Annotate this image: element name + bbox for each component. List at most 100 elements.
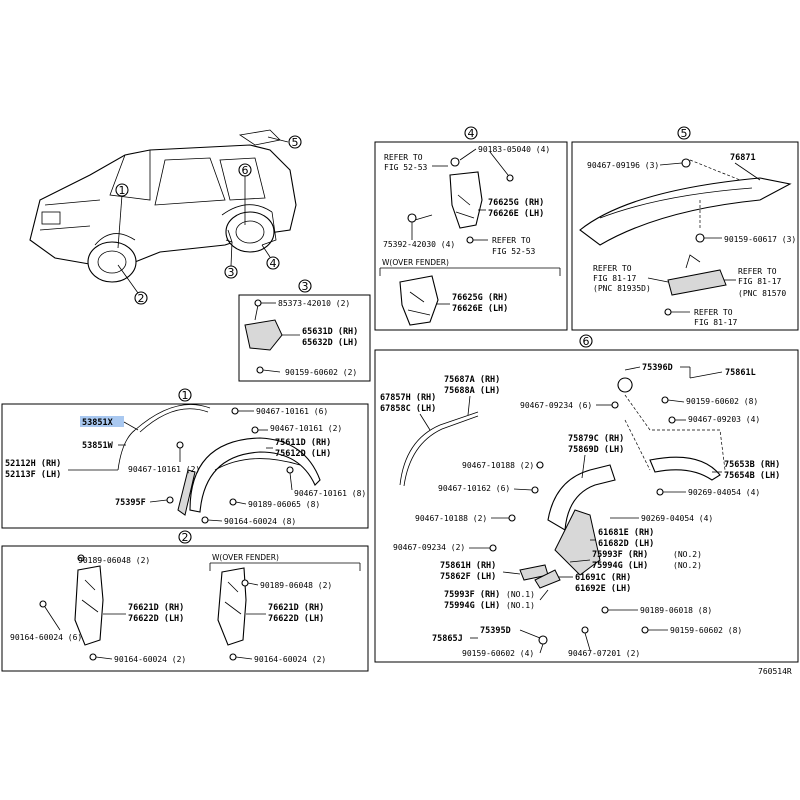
w-over-fender-label-2: W(OVER FENDER): [212, 553, 279, 562]
part-90467-10161-6: 90467-10161 (6): [256, 407, 328, 416]
label-no2-a: (NO.2): [673, 550, 702, 559]
part-61692e: 61692E (LH): [575, 584, 631, 594]
refer-81935d-line2: FIG 81-17: [593, 274, 637, 283]
part-90189-06048-right: 90189-06048 (2): [260, 581, 332, 590]
part-52113f: 52113F (LH): [5, 470, 61, 480]
part-75861h: 75861H (RH): [440, 561, 496, 571]
label-no1-a: (NO.1): [506, 590, 535, 599]
section-6: 6 75396D 75861L 67857H (RH) 67858C (LH): [374, 334, 799, 663]
part-76625g-over: 76625G (RH): [452, 293, 508, 303]
part-75688a: 75688A (LH): [444, 386, 500, 396]
vehicle-overview: [29, 129, 297, 283]
part-90159-60602-8: 90159-60602 (8): [686, 397, 758, 406]
refer-81935d-line3: (PNC 81935D): [593, 284, 651, 293]
part-75687a: 75687A (RH): [444, 375, 500, 385]
part-53851x: 53851X: [82, 418, 113, 428]
refer-81570-line1: REFER TO: [738, 267, 777, 276]
part-75869d: 75869D (LH): [568, 445, 624, 455]
part-76621d-right: 76621D (RH): [268, 603, 324, 613]
label-no1-b: (NO.1): [506, 601, 535, 610]
refer-fig-52-53-b-line1: REFER TO: [492, 236, 531, 245]
part-75865j: 75865J: [432, 634, 463, 644]
part-90467-09234-2: 90467-09234 (2): [393, 543, 465, 552]
part-90159-60602-8b: 90159-60602 (8): [670, 626, 742, 635]
w-over-fender-label-4: W(OVER FENDER): [382, 258, 449, 267]
section-5-number: 5: [681, 127, 688, 140]
part-90467-09234-6: 90467-09234 (6): [520, 401, 592, 410]
part-67857h: 67857H (RH): [380, 393, 436, 403]
part-75396d: 75396D: [642, 363, 673, 373]
callout-5: 5: [292, 136, 299, 149]
refer-81-17-line2: FIG 81-17: [694, 318, 738, 327]
part-75653b: 75653B (RH): [724, 460, 780, 470]
part-90467-10188-2a: 90467-10188 (2): [462, 461, 534, 470]
label-no2-b: (NO.2): [673, 561, 702, 570]
section-3: 3 85373-42010 (2) 65631D (RH) 65632D (LH…: [238, 279, 371, 382]
part-53851w: 53851W: [82, 441, 114, 451]
part-75994g-no1: 75994G (LH): [444, 601, 500, 611]
overview-callouts: 1 2 3 4 5 6: [115, 135, 302, 305]
part-67858c: 67858C (LH): [380, 404, 436, 414]
refer-fig-52-53-a-line1: REFER TO: [384, 153, 423, 162]
part-90159-60602-4: 90159-60602 (4): [462, 649, 534, 658]
part-75993f-no1: 75993F (RH): [444, 590, 500, 600]
part-75994g-no2: 75994G (LH): [592, 561, 648, 571]
section-1: 1 53851X 53851W 52112H (RH) 52113F (LH) …: [1, 388, 369, 529]
callout-1: 1: [119, 184, 126, 197]
callout-3: 3: [228, 266, 235, 279]
part-75392-42030: 75392-42030 (4): [383, 240, 455, 249]
part-76622d-left: 76622D (LH): [128, 614, 184, 624]
part-61681e: 61681E (RH): [598, 528, 654, 538]
part-75611d: 75611D (RH): [275, 438, 331, 448]
section-2: 2 90189-06048 (2) 76621D (RH) 76622D (LH…: [1, 530, 369, 672]
part-76622d-right: 76622D (LH): [268, 614, 324, 624]
part-75612d: 75612D (LH): [275, 449, 331, 459]
part-90189-06065: 90189-06065 (8): [248, 500, 320, 509]
part-76621d-left: 76621D (RH): [128, 603, 184, 613]
section-5: 5 90467-09196 (3) 76871 90159-60617 (3) …: [571, 126, 799, 331]
highlight-53851x: [80, 416, 124, 427]
part-90164-60024-2-left: 90164-60024 (2): [114, 655, 186, 664]
part-90183-05040: 90183-05040 (4): [478, 145, 550, 154]
part-90164-60024-8: 90164-60024 (8): [224, 517, 296, 526]
part-75861l: 75861L: [725, 368, 756, 378]
refer-fig-52-53-a-line2: FIG 52-53: [384, 163, 428, 172]
part-90467-09196: 90467-09196 (3): [587, 161, 659, 170]
part-90164-60024-6: 90164-60024 (6): [10, 633, 82, 642]
section-4-number: 4: [468, 127, 475, 140]
callout-2: 2: [138, 292, 145, 305]
part-75654b: 75654B (LH): [724, 471, 780, 481]
part-90269-04054-4b: 90269-04054 (4): [641, 514, 713, 523]
section-1-number: 1: [182, 389, 189, 402]
part-90467-10161-8: 90467-10161 (8): [294, 489, 366, 498]
part-90164-60024-2-right: 90164-60024 (2): [254, 655, 326, 664]
callout-4: 4: [270, 257, 277, 270]
part-75395f: 75395F: [115, 498, 146, 508]
figure-code: 760514R: [758, 667, 792, 676]
part-90159-60602: 90159-60602 (2): [285, 368, 357, 377]
part-75993f-no2: 75993F (RH): [592, 550, 648, 560]
part-90467-10161-2b: 90467-10161 (2): [270, 424, 342, 433]
part-90467-10162-6: 90467-10162 (6): [438, 484, 510, 493]
part-76626e-over: 76626E (LH): [452, 304, 508, 314]
part-75395d: 75395D: [480, 626, 511, 636]
refer-81-17-line1: REFER TO: [694, 308, 733, 317]
part-52112h: 52112H (RH): [5, 459, 61, 469]
part-90189-06018: 90189-06018 (8): [640, 606, 712, 615]
refer-81570-line3: (PNC 81570: [738, 289, 786, 298]
part-65631d: 65631D (RH): [302, 327, 358, 337]
section-2-number: 2: [182, 531, 189, 544]
part-90159-60617: 90159-60617 (3): [724, 235, 796, 244]
part-90467-10161-2a: 90467-10161 (2): [128, 465, 200, 474]
section-6-number: 6: [583, 335, 590, 348]
part-61682d: 61682D (LH): [598, 539, 654, 549]
part-76871: 76871: [730, 153, 756, 163]
section-4: 4 REFER TO FIG 52-53 90183-05040 (4) 766…: [374, 126, 568, 331]
part-76625g: 76625G (RH): [488, 198, 544, 208]
part-90467-07201: 90467-07201 (2): [568, 649, 640, 658]
refer-81935d-line1: REFER TO: [593, 264, 632, 273]
part-90467-09203-4: 90467-09203 (4): [688, 415, 760, 424]
section-3-number: 3: [302, 280, 309, 293]
part-61691c: 61691C (RH): [575, 573, 631, 583]
